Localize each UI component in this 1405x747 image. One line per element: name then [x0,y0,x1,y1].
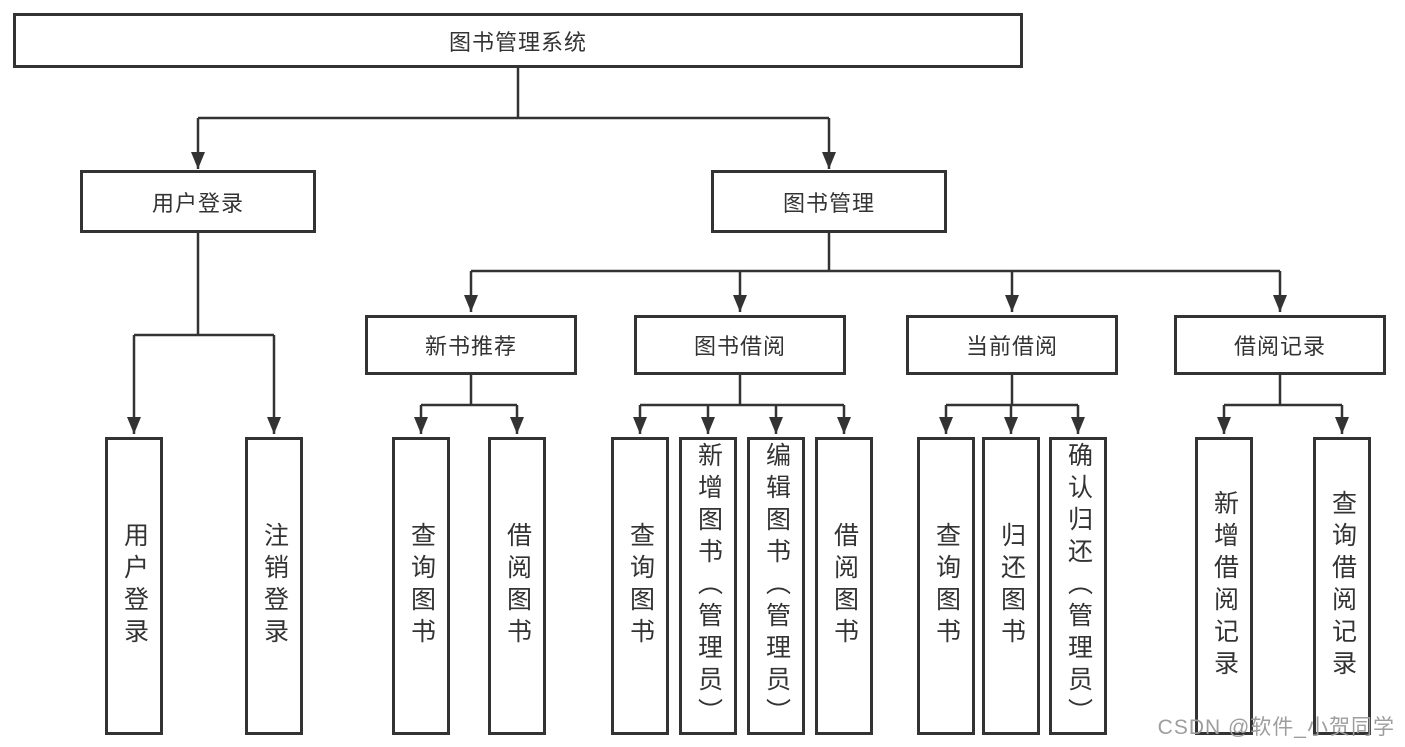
leaf-borrow-borrow-label: 借阅图书 [830,522,859,650]
leaf-borrow-query-label: 查询图书 [626,522,655,650]
leaf-current-return-label: 归还图书 [997,522,1026,650]
leaf-user-login: 用户登录 [105,437,163,735]
node-user-login: 用户登录 [80,170,316,233]
node-root-label: 图书管理系统 [448,29,587,55]
node-book-borrow-label: 图书借阅 [693,334,786,359]
node-root: 图书管理系统 [13,13,1023,68]
node-borrow-records-label: 借阅记录 [1233,334,1326,359]
leaf-borrow-query: 查询图书 [611,437,669,735]
node-book-management-label: 图书管理 [782,190,875,216]
leaf-borrow-edit: 编辑图书（管理员） [747,437,805,735]
leaf-records-add-label: 新增借阅记录 [1210,490,1239,682]
node-new-books-label: 新书推荐 [424,334,517,359]
leaf-records-query-label: 查询借阅记录 [1328,490,1357,682]
leaf-new-books-borrow-label: 借阅图书 [503,522,532,650]
leaf-current-confirm-label: 确认归还（管理员） [1064,442,1093,730]
node-borrow-records: 借阅记录 [1174,315,1386,375]
leaf-new-books-query-label: 查询图书 [407,522,436,650]
leaf-current-query: 查询图书 [917,437,975,735]
leaf-current-return: 归还图书 [982,437,1040,735]
leaf-new-books-query: 查询图书 [392,437,450,735]
leaf-logout-label: 注销登录 [260,522,289,650]
leaf-borrow-add-label: 新增图书（管理员） [694,442,723,730]
leaf-borrow-edit-label: 编辑图书（管理员） [762,442,791,730]
csdn-watermark: CSDN @软件_小贺同学 [1157,716,1395,739]
node-user-login-label: 用户登录 [151,190,244,216]
leaf-borrow-add: 新增图书（管理员） [679,437,737,735]
leaf-borrow-borrow: 借阅图书 [815,437,873,735]
leaf-new-books-borrow: 借阅图书 [488,437,546,735]
node-new-books: 新书推荐 [365,315,577,375]
leaf-records-add: 新增借阅记录 [1195,437,1253,735]
leaf-records-query: 查询借阅记录 [1313,437,1371,735]
leaf-current-query-label: 查询图书 [932,522,961,650]
node-current-borrow-label: 当前借阅 [965,334,1058,359]
node-current-borrow: 当前借阅 [906,315,1118,375]
leaf-logout: 注销登录 [245,437,303,735]
node-book-management: 图书管理 [711,170,947,233]
leaf-user-login-label: 用户登录 [120,522,149,650]
leaf-current-confirm: 确认归还（管理员） [1049,437,1107,735]
node-book-borrow: 图书借阅 [634,315,846,375]
